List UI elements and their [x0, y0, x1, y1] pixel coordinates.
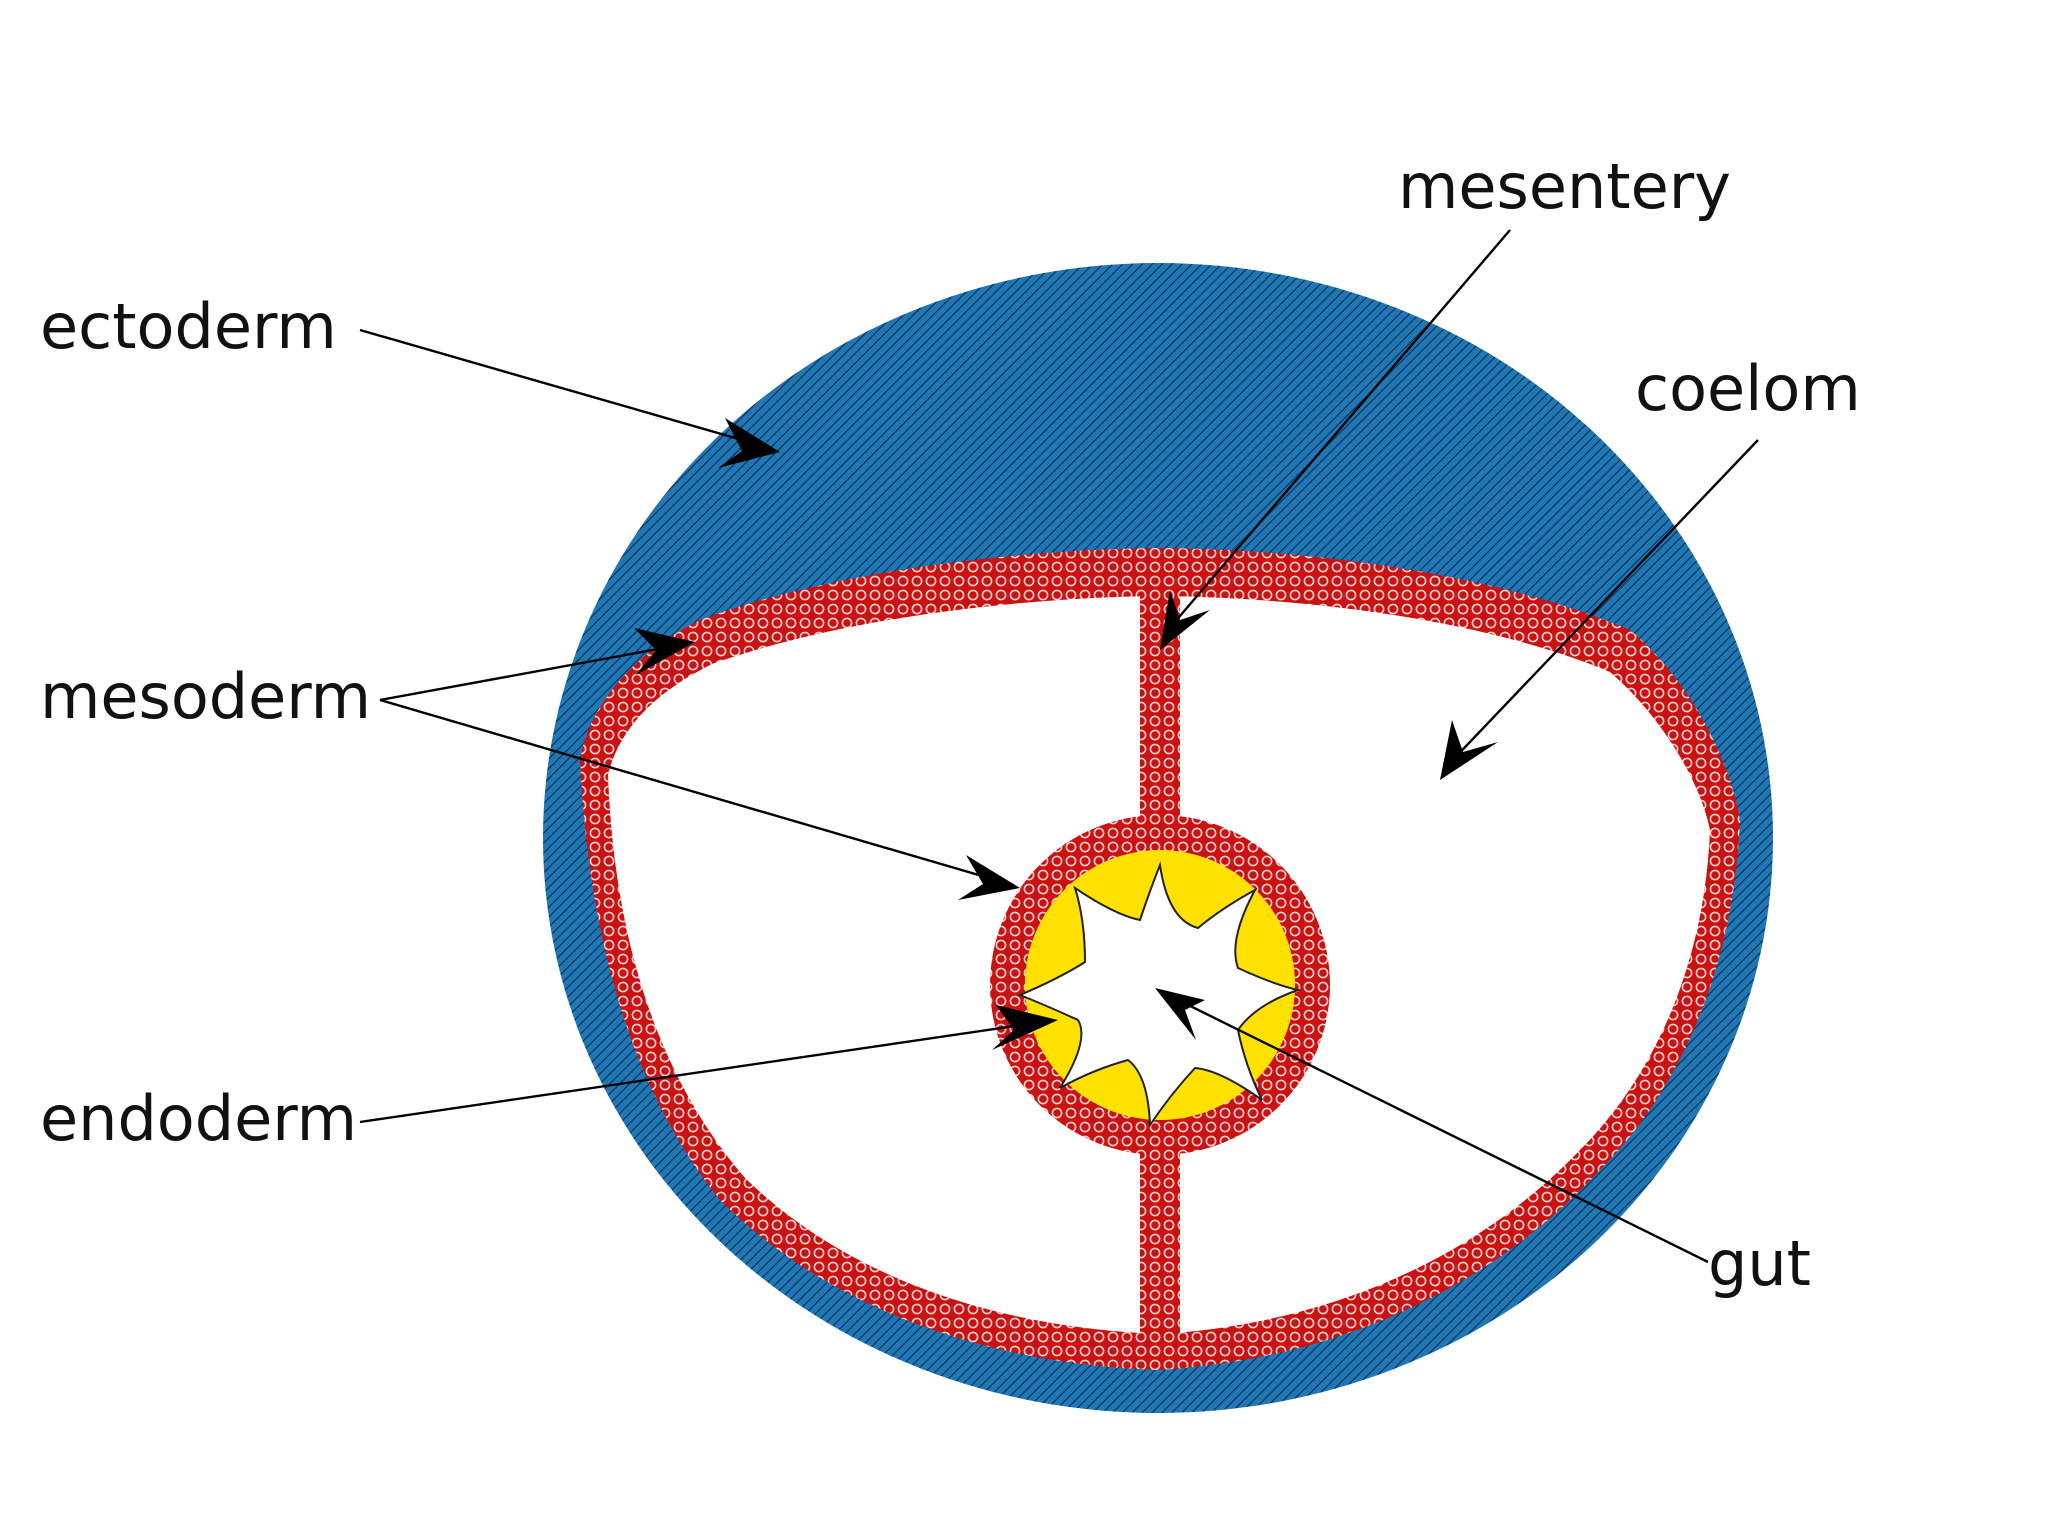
mesoderm-arrowhead-upper [634, 628, 695, 675]
mesoderm-label: mesoderm [40, 660, 371, 733]
mesoderm-leader-line-upper [379, 643, 681, 702]
mesentery-leader-line [1167, 229, 1511, 631]
mesentery-label: mesentery [1398, 150, 1731, 223]
mesentery-arrowhead [1160, 590, 1210, 650]
ectoderm-leader-line [359, 328, 771, 450]
gut-label: gut [1708, 1227, 1811, 1300]
ectoderm-label: ectoderm [40, 290, 337, 363]
coelom-label: coelom [1635, 352, 1861, 425]
mesentery-ventral [1140, 1140, 1180, 1360]
gut-lumen [1017, 861, 1302, 1129]
endoderm-leader-line [359, 1020, 1043, 1124]
coelom-arrowhead [1440, 720, 1498, 780]
mesoderm-arrowhead-lower [958, 855, 1020, 900]
endoderm-label: endoderm [40, 1082, 357, 1155]
ectoderm-arrowhead [718, 418, 780, 468]
coelom-leader-line [1447, 439, 1759, 766]
mesoderm-leader-line-lower [379, 698, 1007, 885]
endoderm-arrowhead [992, 1005, 1058, 1050]
gut-arrowhead [1155, 988, 1205, 1040]
gut-leader-line [1167, 993, 1709, 1264]
